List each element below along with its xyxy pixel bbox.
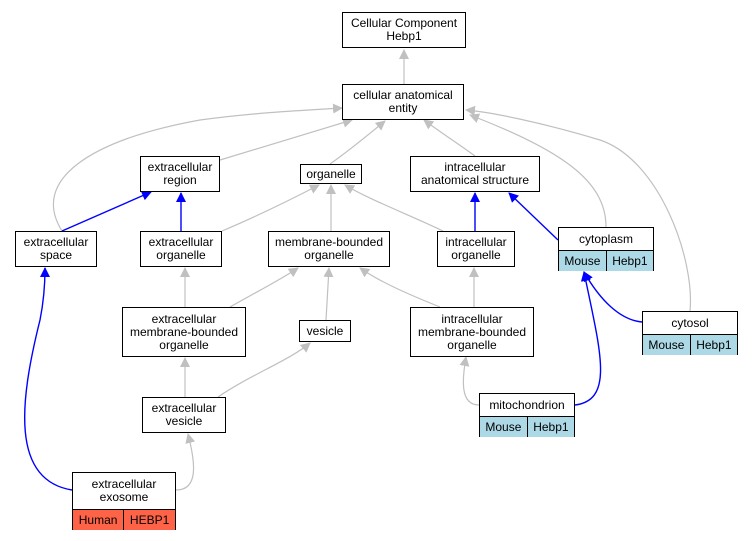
edge-ext-space-to-cae bbox=[52, 103, 343, 232]
edge-ext-mb-to-mb-organelle bbox=[229, 267, 299, 308]
node-extracellular-space[interactable]: extracellular space bbox=[15, 231, 97, 267]
node-intracellular-membrane-bounded-organelle[interactable]: intracellular membrane-bounded organelle bbox=[410, 307, 534, 357]
node-extracellular-membrane-bounded-organelle[interactable]: extracellular membrane-bounded organelle bbox=[122, 307, 246, 357]
node-cellular-anatomical-entity[interactable]: cellular anatomical entity bbox=[342, 84, 464, 120]
edge-ext-space-to-ext-region bbox=[61, 191, 152, 232]
edge-mitochondrion-to-cytoplasm bbox=[574, 271, 602, 406]
gene-tag: Hebp1 bbox=[690, 335, 737, 355]
node-extracellular-region[interactable]: extracellular region bbox=[140, 156, 220, 192]
node-organelle[interactable]: organelle bbox=[300, 164, 362, 184]
edge-ext-organelle-to-organelle bbox=[221, 184, 320, 232]
node-label: cytoplasm bbox=[559, 228, 653, 251]
edge-ext-region-to-cae bbox=[219, 117, 353, 161]
edge-vesicle-to-mb-organelle bbox=[323, 267, 334, 321]
species-tag: Human bbox=[73, 510, 125, 530]
edge-exosome-to-ext-space bbox=[23, 267, 73, 491]
node-mitochondrion[interactable]: mitochondrion Mouse Hebp1 bbox=[479, 393, 575, 437]
species-tag: Mouse bbox=[480, 417, 528, 437]
node-label: cytosol bbox=[643, 312, 737, 335]
edge-cytoplasm-to-cae bbox=[469, 113, 607, 228]
species-tag: Mouse bbox=[559, 251, 607, 271]
edge-intra-mb-to-mb-organelle bbox=[359, 267, 441, 308]
edge-intra-organelle-to-organelle bbox=[344, 184, 444, 232]
node-intracellular-anatomical-structure[interactable]: intracellular anatomical structure bbox=[410, 156, 540, 192]
edge-cytoplasm-to-intra-struct bbox=[508, 192, 559, 241]
node-label: extracellular exosome bbox=[73, 473, 175, 510]
node-extracellular-exosome[interactable]: extracellular exosome Human HEBP1 bbox=[72, 472, 176, 530]
node-cytosol[interactable]: cytosol Mouse Hebp1 bbox=[642, 311, 738, 355]
node-membrane-bounded-organelle[interactable]: membrane-bounded organelle bbox=[268, 231, 390, 267]
node-label: mitochondrion bbox=[480, 394, 574, 417]
edge-organelle-to-cae bbox=[329, 120, 386, 165]
edge-ext-vesicle-to-vesicle bbox=[217, 342, 311, 398]
node-vesicle[interactable]: vesicle bbox=[299, 320, 351, 342]
edge-exosome-to-ext-vesicle bbox=[175, 433, 196, 491]
gene-tag: Hebp1 bbox=[527, 417, 574, 437]
edge-mitochondrion-to-intra-mb bbox=[459, 356, 480, 406]
gene-tag: HEBP1 bbox=[124, 510, 176, 530]
node-intracellular-organelle[interactable]: intracellular organelle bbox=[437, 231, 515, 267]
edge-cytosol-to-cae bbox=[465, 105, 692, 312]
node-cellular-component[interactable]: Cellular Component Hebp1 bbox=[342, 12, 466, 48]
species-tag: Mouse bbox=[643, 335, 691, 355]
node-extracellular-vesicle[interactable]: extracellular vesicle bbox=[142, 397, 226, 433]
node-cytoplasm[interactable]: cytoplasm Mouse Hebp1 bbox=[558, 227, 654, 271]
gene-tag: Hebp1 bbox=[606, 251, 653, 271]
edge-intra-struct-to-cae bbox=[423, 119, 476, 157]
node-extracellular-organelle[interactable]: extracellular organelle bbox=[140, 231, 222, 267]
